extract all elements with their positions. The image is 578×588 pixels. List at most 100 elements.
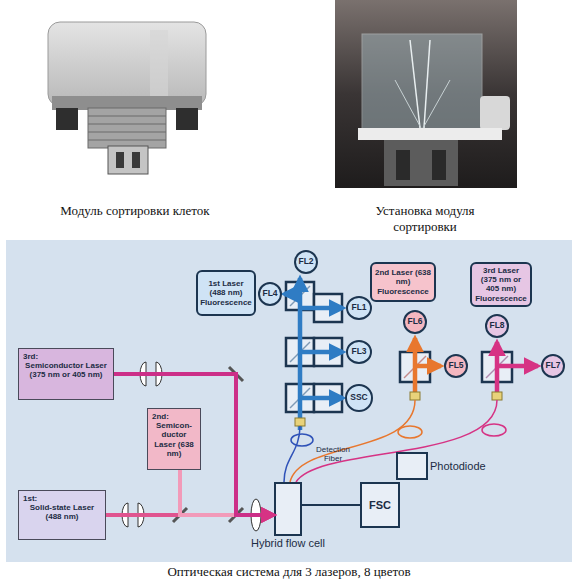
detector-box: FSC: [360, 482, 400, 528]
node-text: Solid-state Laser (488 nm): [21, 503, 103, 521]
diagram-background: [6, 240, 572, 562]
node-text: Semiconductor Laser (375 nm or 405 nm): [21, 361, 111, 379]
fiber-loop: [398, 426, 422, 438]
needle: [395, 80, 421, 128]
lens: [156, 362, 162, 386]
fiber-connector: [295, 418, 305, 426]
module-nozzle: [108, 146, 148, 174]
node-heading: FL3: [351, 347, 366, 357]
install-photo: [335, 0, 517, 188]
module-clip: [56, 108, 78, 130]
mirror: [229, 367, 243, 381]
detector-circle: FL4: [258, 282, 282, 306]
base-slot: [432, 150, 446, 180]
node-text: Semicon- ductor Laser (638 nm): [150, 421, 198, 458]
node-heading: 3rd Laser (375 nm or 405 nm): [474, 266, 528, 294]
laser-box: 1st:Solid-state Laser (488 nm): [18, 490, 106, 540]
node-heading: 1st Laser (488 nm): [200, 279, 252, 297]
detector-circle: FL6: [403, 310, 427, 334]
module-cover: [48, 22, 206, 106]
fiber-connector: [410, 392, 420, 400]
nozzle-slot: [132, 152, 140, 168]
node-heading: FL1: [351, 303, 366, 313]
focus-lens: [251, 499, 261, 531]
node-heading: Hybrid flow cell: [251, 537, 325, 550]
beam-connector: [114, 374, 274, 515]
fiber: [296, 400, 497, 482]
blue-light-path: [284, 278, 343, 430]
node-heading: FL7: [545, 361, 560, 371]
fiber-label: Detection Fiber: [308, 446, 358, 464]
light-arrow: [300, 396, 343, 401]
nozzle-slot: [116, 152, 124, 168]
optics: [122, 362, 261, 531]
light-arrow: [300, 350, 343, 355]
white-base: [358, 128, 502, 140]
node-heading: FSC: [369, 499, 391, 512]
module-photo: [48, 22, 206, 174]
figure-caption: Оптическая система для 3 лазеров, 8 цвет…: [0, 564, 578, 580]
node-heading: SSC: [350, 393, 367, 403]
node-heading: FL2: [298, 257, 313, 267]
beam-connector: [180, 470, 274, 515]
light-arrow: [300, 306, 343, 311]
stack-line: [88, 140, 166, 141]
detector-circle: FL7: [541, 354, 565, 378]
light-arrow: [413, 338, 418, 400]
node-heading: FL6: [407, 317, 422, 327]
light-arrow: [415, 364, 441, 369]
needle: [424, 40, 430, 128]
module-clip: [176, 108, 198, 130]
beam-connector: [106, 513, 274, 517]
laser-box: 3rd:Semiconductor Laser (375 nm or 405 n…: [18, 348, 114, 400]
module-base: [384, 140, 458, 186]
detector-circle: SSC: [345, 384, 373, 412]
photo-caption: Модуль сортировки клеток: [30, 203, 240, 219]
light-arrow: [495, 342, 500, 400]
node-text: Fluorescence: [475, 294, 527, 303]
laser-box: 2nd:Semicon- ductor Laser (638 nm): [147, 408, 201, 470]
module-stack: [88, 108, 166, 148]
needle: [423, 80, 450, 128]
flow-cell: Hybrid flow cell: [274, 482, 302, 536]
node-heading: 2nd:: [150, 412, 169, 421]
detector-circle: FL5: [444, 354, 468, 378]
needle: [410, 40, 420, 128]
photo-caption: Установка модуля сортировки: [350, 203, 500, 235]
detection-fibers: [284, 400, 506, 482]
photodiode-box: Photodiode: [396, 452, 428, 480]
lens: [122, 503, 128, 527]
stack-line: [88, 124, 166, 125]
stack-line: [88, 132, 166, 133]
node-heading: Photodiode: [430, 460, 486, 473]
photo-background: [335, 0, 517, 188]
fiber-loop: [482, 424, 506, 436]
detector-circle: FL3: [346, 340, 372, 364]
lens: [138, 503, 144, 527]
node-text: Fluorescence: [200, 298, 252, 307]
node-heading: 3rd:: [21, 352, 38, 361]
base-slot: [396, 150, 410, 180]
fiber-loop: [291, 434, 313, 446]
light-arrow: [284, 292, 300, 297]
fluorescence-box: 2nd Laser (638 nm)Fluorescence: [370, 262, 436, 302]
node-heading: FL4: [262, 289, 277, 299]
clear-block: [362, 34, 482, 130]
detector-circle: FL2: [294, 250, 318, 274]
node-text: Fluorescence: [377, 287, 429, 296]
detector-circle: FL8: [485, 314, 509, 338]
node-heading: FL8: [489, 321, 504, 331]
fluorescence-box: 3rd Laser (375 nm or 405 nm)Fluorescence: [470, 262, 532, 307]
detection-block: [286, 282, 342, 412]
orange-light-path: [415, 338, 441, 400]
module-marking: [150, 30, 168, 100]
beam-connector: [302, 504, 360, 506]
pink-light-path: [497, 342, 538, 400]
detector-circle: FL1: [346, 296, 372, 320]
mirror: [229, 508, 243, 522]
fluorescence-box: 1st Laser (488 nm)Fluorescence: [196, 270, 256, 316]
mirror: [173, 508, 187, 522]
